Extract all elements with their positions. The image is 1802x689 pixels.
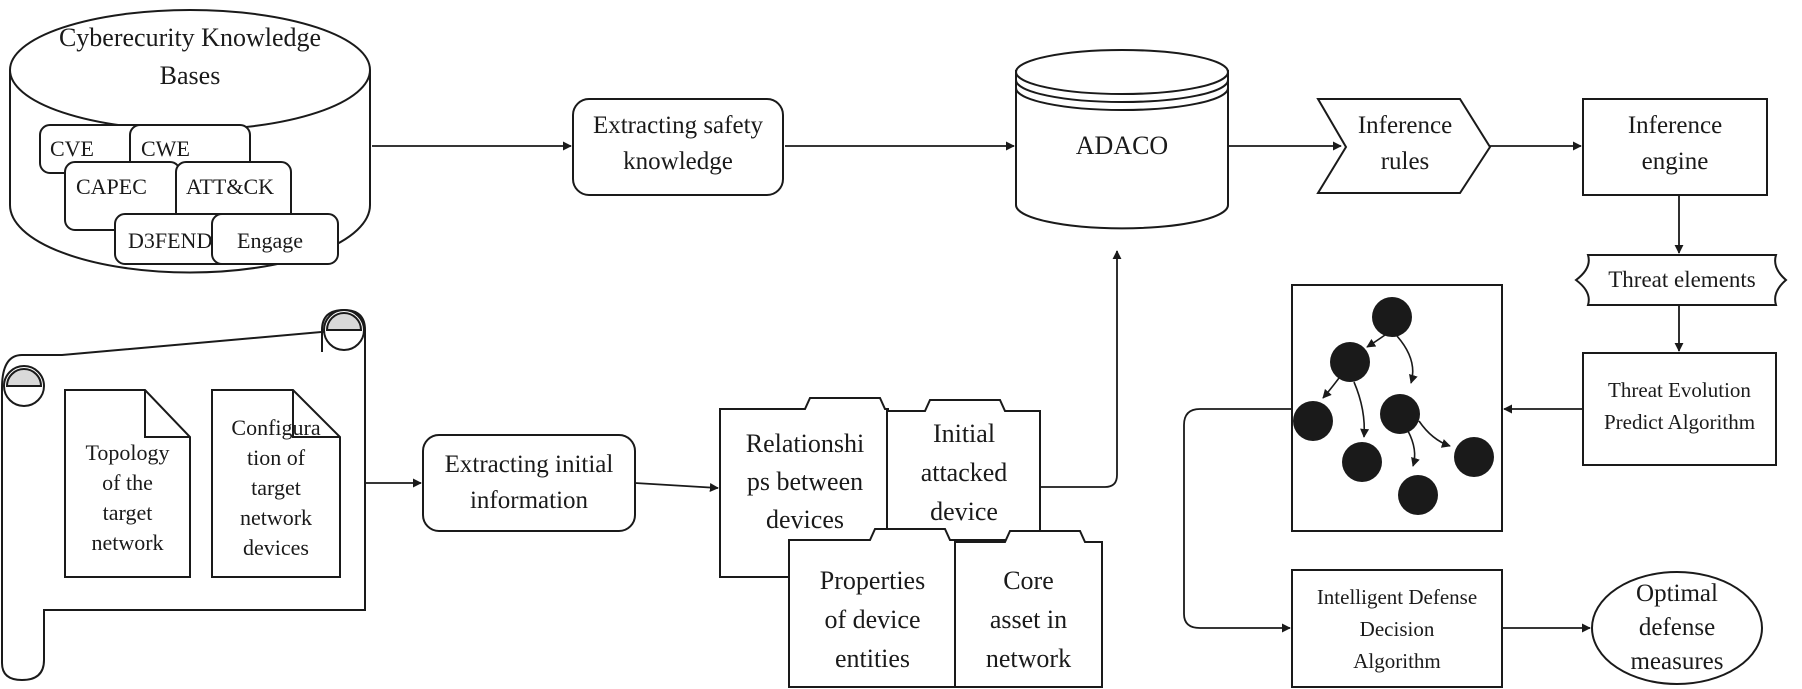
kb-item-d3fend: D3FEND <box>128 228 213 253</box>
topology-line4: network <box>91 530 164 555</box>
folder-initial-line1: Initial <box>932 419 996 448</box>
tree-node <box>1330 342 1370 382</box>
inference-rules-shape <box>1316 98 1492 194</box>
inference-engine-line2: engine <box>1641 148 1709 175</box>
config-line5: devices <box>243 535 309 560</box>
folder-core-line1: Core <box>1003 566 1054 595</box>
folder-initial-line2: attacked <box>920 458 1008 487</box>
inference-engine-line1: Inference <box>1627 112 1723 139</box>
tree-node <box>1380 394 1420 434</box>
folder-initial-line3: device <box>930 497 998 526</box>
extract-initial-line1: Extracting initial <box>444 451 614 478</box>
kb-title-line1: Cyberecurity Knowledge <box>58 23 322 52</box>
config-line1: Configura <box>231 415 321 440</box>
topology-line2: of the <box>102 470 153 495</box>
folder-relationships-line3: devices <box>766 505 844 534</box>
attack-tree-nodes <box>1293 297 1494 515</box>
intelligent-defense-line3: Algorithm <box>1353 649 1441 673</box>
config-line2: tion of <box>246 445 306 470</box>
tree-node <box>1372 297 1412 337</box>
folder-relationships-line1: Relationshi <box>745 429 865 458</box>
kb-item-engage: Engage <box>237 228 303 253</box>
tree-node <box>1454 437 1494 477</box>
folder-core-line2: asset in <box>989 605 1068 634</box>
topology-line1: Topology <box>85 440 170 465</box>
input-scroll <box>1 308 366 682</box>
kb-item-attck: ATT&CK <box>186 174 274 199</box>
optimal-defense-line3: measures <box>1630 648 1724 675</box>
threat-elements-label: Threat elements <box>1608 267 1756 292</box>
inference-rules-line2: rules <box>1380 148 1430 175</box>
config-line3: target <box>251 475 301 500</box>
intelligent-defense-line2: Decision <box>1359 617 1435 641</box>
optimal-defense-ellipse <box>1591 571 1763 685</box>
attack-tree-edges <box>1322 334 1451 467</box>
folder-cluster <box>719 397 1103 688</box>
folder-properties-line2: of device <box>824 605 921 634</box>
tree-node <box>1398 475 1438 515</box>
extract-initial-line2: information <box>469 487 589 514</box>
inference-engine-box <box>1582 98 1768 196</box>
kb-title-line2: Bases <box>159 61 221 90</box>
kb-item-cve: CVE <box>50 136 94 161</box>
knowledge-base-cylinder <box>9 9 371 274</box>
threat-elements-shape <box>1574 254 1788 306</box>
adaco-database <box>1015 49 1229 230</box>
config-line4: network <box>239 505 313 530</box>
extract-safety-box <box>572 98 784 196</box>
kb-item-cwe: CWE <box>141 136 190 161</box>
threat-evolution-box <box>1582 352 1777 466</box>
threat-evolution-line2: Predict Algorithm <box>1603 410 1756 434</box>
kb-item-capec: CAPEC <box>76 174 147 199</box>
folder-properties-line3: entities <box>834 644 911 673</box>
folder-core-line3: network <box>985 644 1072 673</box>
inference-rules-line1: Inference <box>1357 112 1453 139</box>
intelligent-defense-line1: Intelligent Defense <box>1316 585 1478 609</box>
topology-line3: target <box>102 500 153 525</box>
threat-evolution-line1: Threat Evolution <box>1608 378 1751 402</box>
connectors <box>365 141 1684 633</box>
optimal-defense-line2: defense <box>1638 614 1716 641</box>
folder-properties-line1: Properties <box>819 566 926 595</box>
extract-safety-line2: knowledge <box>623 148 733 175</box>
folder-relationships-line2: ps between <box>746 467 864 496</box>
optimal-defense-line1: Optimal <box>1636 580 1718 607</box>
tree-node <box>1293 401 1333 441</box>
extract-safety-line1: Extracting safety <box>592 112 764 139</box>
adaco-label: ADACO <box>1075 131 1169 160</box>
tree-node <box>1342 442 1382 482</box>
